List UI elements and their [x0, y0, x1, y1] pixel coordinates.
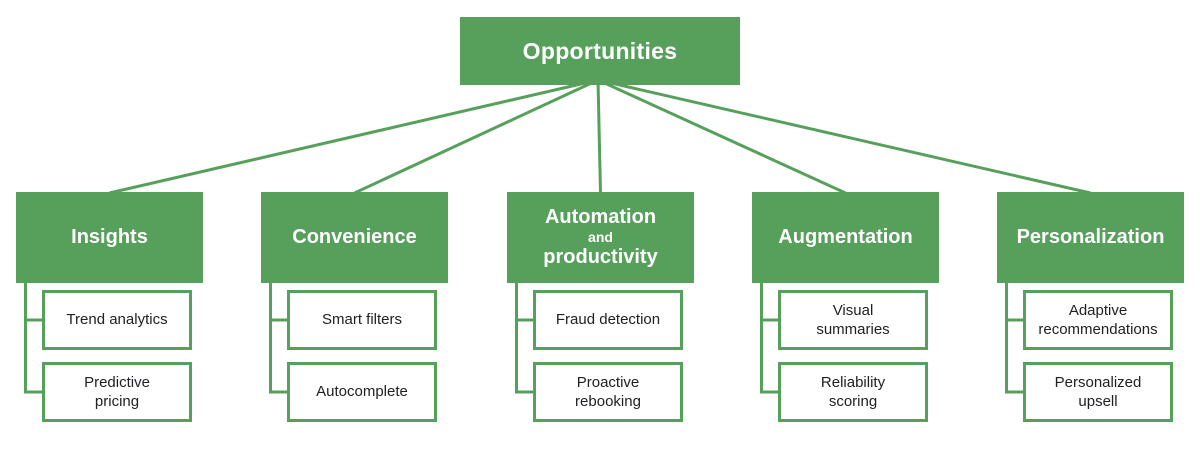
- branch-node-label: Insights: [71, 226, 148, 249]
- leaf-node-smart-filters: Smart filters: [287, 290, 437, 350]
- leaf-node-label-line: rebooking: [575, 393, 641, 410]
- leaf-node-label-line: Proactive: [576, 373, 640, 391]
- branch-node-label: and: [588, 228, 613, 245]
- branch-node-label: Convenience: [292, 226, 417, 249]
- fan-line-to-convenience: [353, 78, 599, 195]
- leaf-node-label-line: recommendations: [1038, 321, 1158, 338]
- leaf-node-label-line: scoring: [828, 393, 878, 410]
- branch-node-label: Augmentation: [778, 226, 913, 249]
- leaf-node-label-line: upsell: [1078, 393, 1118, 410]
- fan-line-to-automation: [596, 79, 602, 194]
- fan-line-to-personalization: [597, 78, 1091, 195]
- fan-line-to-augmentation: [597, 78, 847, 195]
- branch-node-label: Personalization: [1016, 226, 1165, 249]
- leaf-node-label-line: Visual: [832, 301, 874, 319]
- branch-node-label: productivity: [543, 246, 658, 269]
- leaf-node-personalized-upsell: Personalized upsell: [1023, 362, 1173, 422]
- leaf-node-label-line: Adaptive: [1068, 301, 1128, 319]
- leaf-node-label-line: Trend analytics: [66, 311, 168, 329]
- leaf-node-label-line: Smart filters: [321, 311, 402, 329]
- branch-node-automation-productivity: Automation and productivity: [507, 192, 694, 283]
- leaf-node-fraud-detection: Fraud detection: [533, 290, 683, 350]
- fan-line-to-insights: [109, 78, 599, 195]
- leaf-node-trend-analytics: Trend analytics: [42, 290, 192, 350]
- root-node-label: Opportunities: [522, 37, 678, 64]
- leaf-node-proactive-rebooking: Proactive rebooking: [533, 362, 683, 422]
- leaf-node-autocomplete: Autocomplete: [287, 362, 437, 422]
- branch-node-convenience: Convenience: [261, 192, 448, 283]
- leaf-node-label-line: Fraud detection: [555, 311, 661, 329]
- leaf-node-label-line: pricing: [94, 393, 140, 410]
- root-node-opportunities: Opportunities: [460, 17, 740, 85]
- leaf-node-adaptive-recommendations: Adaptive recommendations: [1023, 290, 1173, 350]
- branch-node-insights: Insights: [16, 192, 203, 283]
- branch-node-augmentation: Augmentation: [752, 192, 939, 283]
- leaf-node-label-line: Personalized: [1054, 373, 1142, 391]
- leaf-node-reliability-scoring: Reliability scoring: [778, 362, 928, 422]
- branch-node-personalization: Personalization: [997, 192, 1184, 283]
- leaf-node-label-line: Autocomplete: [316, 383, 408, 401]
- leaf-node-label-line: summaries: [816, 321, 890, 338]
- branch-node-label: Automation: [544, 206, 657, 229]
- leaf-node-label-line: Reliability: [820, 373, 886, 391]
- leaf-node-predictive-pricing: Predictive pricing: [42, 362, 192, 422]
- leaf-node-visual-summaries: Visual summaries: [778, 290, 928, 350]
- connector-line-group: [24, 78, 1091, 394]
- leaf-node-label-line: Predictive: [84, 373, 150, 391]
